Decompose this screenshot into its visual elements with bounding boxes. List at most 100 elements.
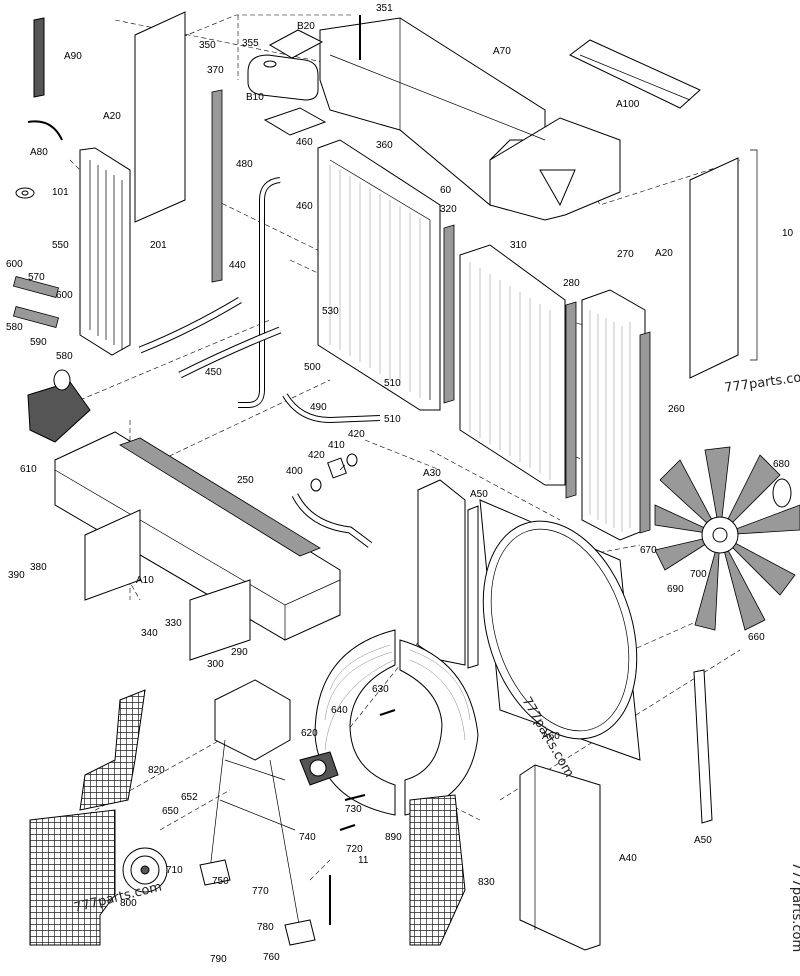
strip-250 [119, 437, 321, 557]
cooler-550 [79, 147, 131, 356]
part-label-A80: A80 [30, 147, 48, 158]
part-label-B10: B10 [246, 92, 264, 103]
part-label-650: 650 [162, 806, 179, 817]
cover-a100 [569, 39, 701, 109]
part-label-490: 490 [310, 402, 327, 413]
part-label-201: 201 [150, 240, 167, 251]
seal-260 [639, 331, 651, 534]
part-label-A20: A20 [103, 111, 121, 122]
part-label-280: 280 [563, 278, 580, 289]
part-label-310: 310 [510, 240, 527, 251]
seal-a80 [27, 120, 63, 141]
bolts [329, 15, 396, 925]
part-label-A30: A30 [423, 468, 441, 479]
part-label-300: 300 [207, 659, 224, 670]
part-label-355: 355 [242, 38, 259, 49]
part-label-570: 570 [28, 272, 45, 283]
part-label-270: 270 [617, 249, 634, 260]
part-label-250: 250 [237, 475, 254, 486]
side-panel-a20-right [689, 149, 758, 379]
part-label-420: 420 [348, 429, 365, 440]
part-label-330: 330 [165, 618, 182, 629]
hose-pair-left [138, 296, 282, 379]
part-label-400: 400 [286, 466, 303, 477]
part-label-A50: A50 [694, 835, 712, 846]
hose-440 [238, 177, 281, 408]
part-label-510: 510 [384, 414, 401, 425]
fan-shroud-a60 [479, 499, 641, 761]
radiator-270 [581, 289, 646, 541]
tensioner-620 [299, 751, 339, 786]
radiator-310 [459, 244, 566, 486]
part-label-690: 690 [667, 584, 684, 595]
seal-370 [211, 89, 223, 283]
part-label-700: 700 [690, 569, 707, 580]
hose-490 [282, 393, 381, 424]
part-label-A70: A70 [493, 46, 511, 57]
hose-400 [291, 493, 373, 548]
part-label-10: 10 [782, 228, 794, 239]
part-label-790: 790 [210, 954, 227, 965]
part-label-A20: A20 [655, 248, 673, 259]
part-label-640: 640 [331, 705, 348, 716]
part-label-60: 60 [440, 185, 452, 196]
pump-unit [27, 369, 91, 443]
part-label-A50: A50 [470, 489, 488, 500]
part-label-340: 340 [141, 628, 158, 639]
mesh-820 [79, 689, 146, 811]
fan-660 [654, 446, 800, 631]
part-label-500: 500 [304, 362, 321, 373]
base-frame-a10 [54, 431, 341, 661]
part-label-720: 720 [346, 844, 363, 855]
part-label-740: 740 [299, 832, 316, 843]
side-panel-a20-left [134, 11, 186, 223]
part-label-620: 620 [301, 728, 318, 739]
part-label-101: 101 [52, 187, 69, 198]
part-label-460: 460 [296, 201, 313, 212]
seal-strip-a90 [33, 17, 45, 98]
seal-320 [443, 224, 455, 404]
stand-frame [199, 679, 316, 946]
part-label-A90: A90 [64, 51, 82, 62]
hub-680 [772, 478, 792, 508]
part-label-410: 410 [328, 440, 345, 451]
strip-a50-lower [693, 669, 713, 824]
part-label-610: 610 [20, 464, 37, 475]
part-label-580: 580 [56, 351, 73, 362]
connector-410 [310, 453, 358, 492]
part-label-351: 351 [376, 3, 393, 14]
part-label-11: 11 [358, 855, 369, 866]
part-label-550: 550 [52, 240, 69, 251]
part-label-760: 760 [263, 952, 280, 963]
part-label-360: 360 [376, 140, 393, 151]
expansion-tank-b10 [247, 29, 327, 136]
part-label-480: 480 [236, 159, 253, 170]
part-label-770: 770 [252, 886, 269, 897]
part-label-630: 630 [372, 684, 389, 695]
part-label-450: 450 [205, 367, 222, 378]
radiator-360 [317, 139, 441, 411]
mesh-830 [409, 794, 466, 946]
part-label-290: 290 [231, 647, 248, 658]
part-label-420: 420 [308, 450, 325, 461]
part-label-600: 600 [56, 290, 73, 301]
part-label-A100: A100 [616, 99, 640, 110]
part-label-670: 670 [640, 545, 657, 556]
mesh-800 [29, 809, 116, 946]
part-label-510: 510 [384, 378, 401, 389]
part-label-350: 350 [199, 40, 216, 51]
part-label-580: 580 [6, 322, 23, 333]
part-label-652: 652 [181, 792, 198, 803]
panel-a30 [417, 479, 466, 666]
part-label-730: 730 [345, 804, 362, 815]
pulley-710 [122, 847, 168, 893]
part-label-260: 260 [668, 404, 685, 415]
part-label-A40: A40 [619, 853, 637, 864]
part-label-680: 680 [773, 459, 790, 470]
washer-101 [15, 187, 35, 199]
part-label-320: 320 [440, 204, 457, 215]
part-label-830: 830 [478, 877, 495, 888]
watermark: 777parts.com [723, 369, 800, 396]
